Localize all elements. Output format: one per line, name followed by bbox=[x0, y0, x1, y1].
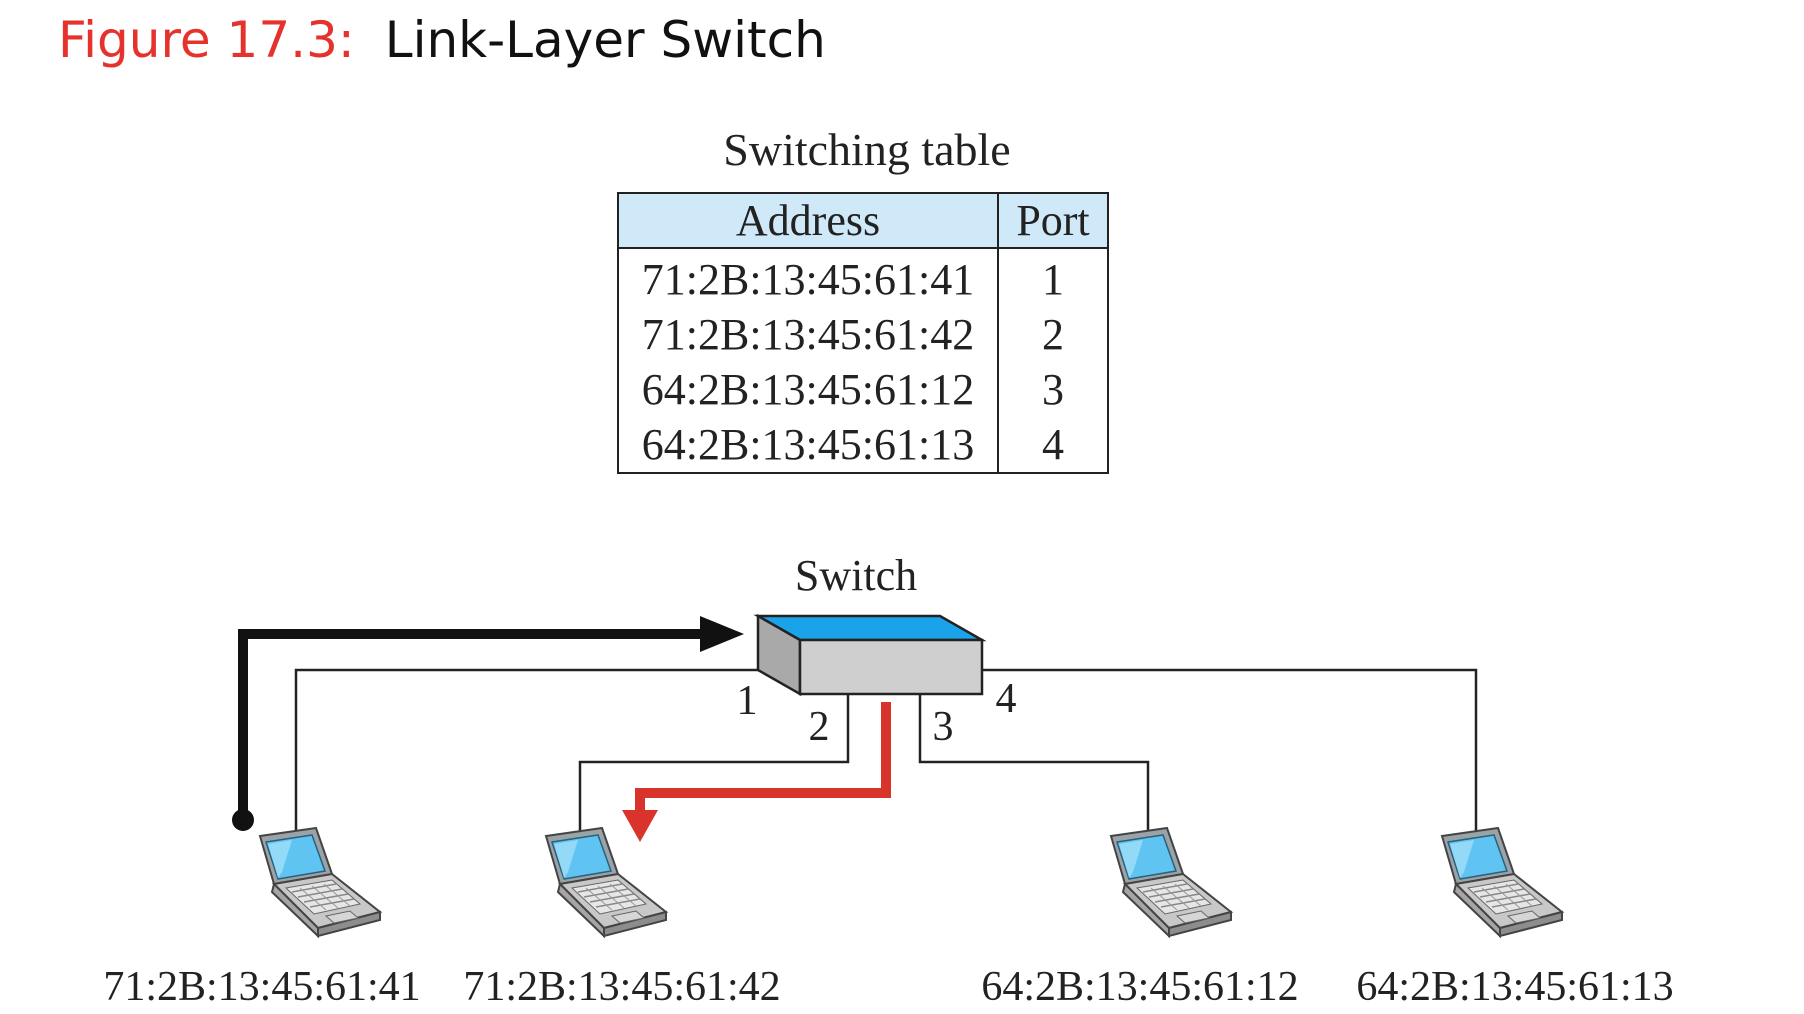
table-cell-address: 71:2B:13:45:61:42 bbox=[617, 307, 999, 362]
figure-name: Link-Layer Switch bbox=[384, 11, 826, 69]
port-label-4: 4 bbox=[995, 676, 1017, 722]
laptop-icon bbox=[1441, 827, 1563, 937]
address-column-header: Address bbox=[617, 193, 999, 249]
table-cell-port: 4 bbox=[997, 417, 1109, 473]
port-column-header: Port bbox=[997, 193, 1109, 249]
cable-port-4 bbox=[982, 668, 1478, 845]
switching-table-caption: Switching table bbox=[723, 124, 1011, 175]
cable-port-1 bbox=[294, 668, 768, 845]
table-cell-address: 64:2B:13:45:61:13 bbox=[617, 417, 999, 473]
host-address-label: 71:2B:13:45:61:41 bbox=[103, 964, 421, 1010]
table-row: 64:2B:13:45:61:13 4 bbox=[617, 417, 1109, 473]
incoming-frame-arrow bbox=[232, 616, 744, 831]
forwarded-frame-arrow bbox=[622, 702, 891, 842]
port-label-1: 1 bbox=[736, 678, 758, 724]
table-cell-address: 71:2B:13:45:61:41 bbox=[617, 248, 999, 307]
table-row: 64:2B:13:45:61:12 3 bbox=[617, 362, 1109, 417]
figure-title: Figure 17.3: Link-Layer Switch bbox=[58, 8, 826, 72]
table-row: 71:2B:13:45:61:41 1 bbox=[617, 248, 1109, 307]
table-cell-port: 2 bbox=[997, 307, 1109, 362]
host-address-label: 64:2B:13:45:61:13 bbox=[1356, 964, 1674, 1010]
host-address-label: 64:2B:13:45:61:12 bbox=[981, 964, 1299, 1010]
table-cell-address: 64:2B:13:45:61:12 bbox=[617, 362, 999, 417]
table-header-row: Address Port bbox=[617, 193, 1109, 249]
host-address-label: 71:2B:13:45:61:42 bbox=[463, 964, 781, 1010]
table-cell-port: 3 bbox=[997, 362, 1109, 417]
cable-port-2 bbox=[578, 694, 850, 850]
switch-device bbox=[753, 613, 987, 697]
cable-port-3 bbox=[918, 694, 1150, 850]
switch-label: Switch bbox=[794, 551, 918, 600]
laptop-icon bbox=[259, 827, 381, 937]
laptop-icon bbox=[545, 827, 667, 937]
port-label-2: 2 bbox=[808, 704, 830, 750]
table-row: 71:2B:13:45:61:42 2 bbox=[617, 307, 1109, 362]
port-label-3: 3 bbox=[932, 704, 954, 750]
laptop-icon bbox=[1110, 827, 1232, 937]
table-cell-port: 1 bbox=[997, 248, 1109, 307]
figure-number: Figure 17.3: bbox=[58, 11, 355, 69]
switching-table: Address Port 71:2B:13:45:61:41 1 71:2B:1… bbox=[617, 192, 1109, 474]
